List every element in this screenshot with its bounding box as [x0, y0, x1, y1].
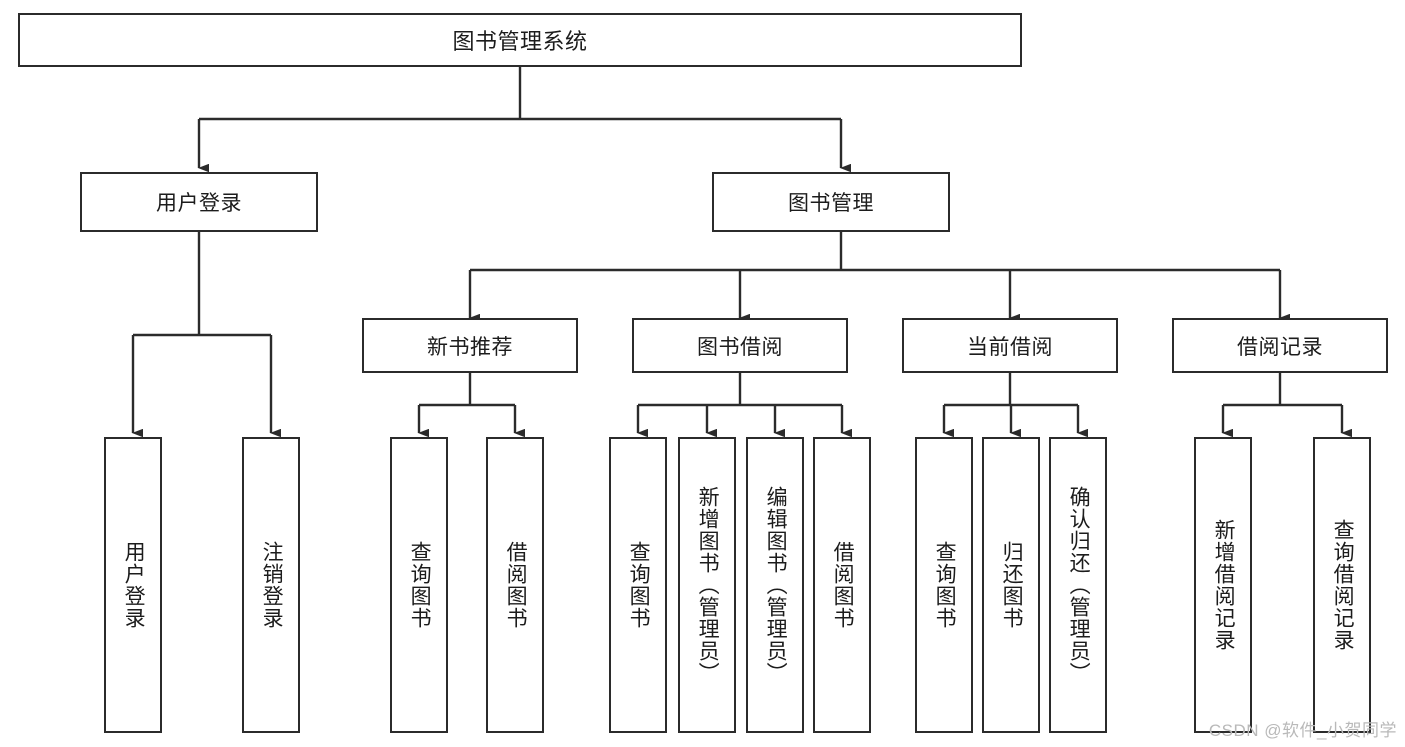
node-borrow-record-label: 借阅记录 — [1237, 335, 1323, 359]
leaf-user-login-1[interactable]: 用户登录 — [104, 437, 162, 733]
leaf-label: 用户登录 — [122, 541, 146, 629]
leaf-label: 新增图书（管理员） — [696, 486, 720, 684]
leaf-new-book-rec-1[interactable]: 查询图书 — [390, 437, 448, 733]
leaf-label: 借阅图书 — [504, 541, 528, 629]
leaf-new-book-rec-2[interactable]: 借阅图书 — [486, 437, 544, 733]
leaf-book-borrow-4[interactable]: 借阅图书 — [813, 437, 871, 733]
node-new-book-rec[interactable]: 新书推荐 — [362, 318, 578, 373]
node-book-manage-label: 图书管理 — [788, 192, 874, 215]
leaf-label: 编辑图书（管理员） — [764, 486, 788, 684]
node-borrow-record[interactable]: 借阅记录 — [1172, 318, 1388, 373]
leaf-current-borrow-2[interactable]: 归还图书 — [982, 437, 1040, 733]
leaf-current-borrow-3[interactable]: 确认归还（管理员） — [1049, 437, 1107, 733]
leaf-user-login-2[interactable]: 注销登录 — [242, 437, 300, 733]
leaf-label: 归还图书 — [1000, 541, 1024, 629]
csdn-watermark: CSDN @软件_小贺同学 — [1208, 721, 1397, 740]
leaf-book-borrow-2[interactable]: 新增图书（管理员） — [678, 437, 736, 733]
leaf-label: 新增借阅记录 — [1212, 519, 1236, 651]
leaf-current-borrow-1[interactable]: 查询图书 — [915, 437, 973, 733]
node-root-label: 图书管理系统 — [452, 29, 588, 54]
node-user-login-label: 用户登录 — [156, 192, 242, 215]
node-current-borrow-label: 当前借阅 — [967, 335, 1053, 359]
node-root[interactable]: 图书管理系统 — [18, 13, 1022, 67]
leaf-label: 注销登录 — [260, 541, 284, 629]
leaf-label: 确认归还（管理员） — [1067, 486, 1091, 684]
node-book-manage[interactable]: 图书管理 — [712, 172, 950, 232]
leaf-label: 查询图书 — [627, 541, 651, 629]
leaf-label: 借阅图书 — [831, 541, 855, 629]
leaf-book-borrow-3[interactable]: 编辑图书（管理员） — [746, 437, 804, 733]
node-new-book-rec-label: 新书推荐 — [427, 335, 513, 359]
leaf-borrow-record-2[interactable]: 查询借阅记录 — [1313, 437, 1371, 733]
leaf-borrow-record-1[interactable]: 新增借阅记录 — [1194, 437, 1252, 733]
node-book-borrow-label: 图书借阅 — [697, 335, 783, 359]
node-book-borrow[interactable]: 图书借阅 — [632, 318, 848, 373]
node-user-login[interactable]: 用户登录 — [80, 172, 318, 232]
leaf-label: 查询借阅记录 — [1331, 519, 1355, 651]
leaf-book-borrow-1[interactable]: 查询图书 — [609, 437, 667, 733]
node-current-borrow[interactable]: 当前借阅 — [902, 318, 1118, 373]
leaf-label: 查询图书 — [408, 541, 432, 629]
leaf-label: 查询图书 — [933, 541, 957, 629]
